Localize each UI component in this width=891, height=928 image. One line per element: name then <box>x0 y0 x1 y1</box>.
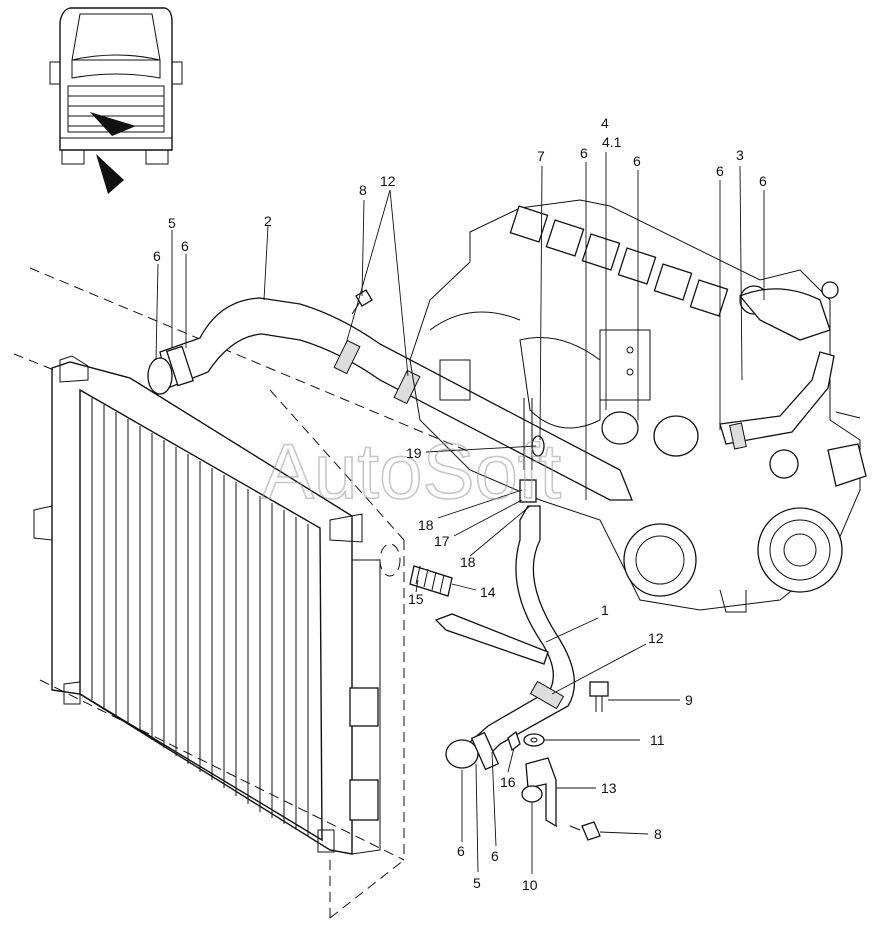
callout-11: 11 <box>650 732 665 748</box>
callout-16: 16 <box>500 774 516 790</box>
watermark: AutoSoft <box>262 427 562 515</box>
callout-6: 6 <box>716 163 724 179</box>
callout-13: 13 <box>601 780 617 796</box>
callout-10: 10 <box>522 877 538 893</box>
callout-12: 12 <box>380 173 396 189</box>
callout-8: 8 <box>654 826 662 842</box>
callout-6: 6 <box>633 153 641 169</box>
callout-7: 7 <box>537 148 545 164</box>
callout-12: 12 <box>648 630 664 646</box>
callout-4: 4 <box>601 115 609 131</box>
radiator-core <box>33 355 381 855</box>
callout-9: 9 <box>685 692 693 708</box>
callout-17: 17 <box>434 533 450 549</box>
callout-6: 6 <box>181 238 189 254</box>
leader-lines <box>155 152 765 874</box>
callout-5: 5 <box>168 215 176 231</box>
vehicle-locator-icon <box>49 7 183 194</box>
callout-6: 6 <box>153 248 161 264</box>
engine-block <box>409 199 867 613</box>
callout-6: 6 <box>580 145 588 161</box>
callout-6: 6 <box>759 173 767 189</box>
callout-8: 8 <box>359 182 367 198</box>
lower-hose <box>445 505 575 771</box>
upper-hose <box>147 297 633 501</box>
callout-15: 15 <box>408 591 424 607</box>
callout-labels: 4 4.1 7 6 6 6 3 6 8 12 2 5 6 6 19 18 17 … <box>153 115 767 893</box>
callout-5: 5 <box>473 875 481 891</box>
callout-19: 19 <box>406 445 422 461</box>
callout-1: 1 <box>601 602 609 618</box>
fasteners <box>351 289 609 841</box>
callout-6: 6 <box>491 848 499 864</box>
callout-18: 18 <box>460 554 476 570</box>
callout-18: 18 <box>418 517 434 533</box>
reference-frame <box>13 267 471 920</box>
callout-4-1: 4.1 <box>602 134 622 150</box>
callout-6: 6 <box>457 843 465 859</box>
callout-2: 2 <box>264 213 272 229</box>
callout-14: 14 <box>480 584 496 600</box>
callout-3: 3 <box>736 147 744 163</box>
